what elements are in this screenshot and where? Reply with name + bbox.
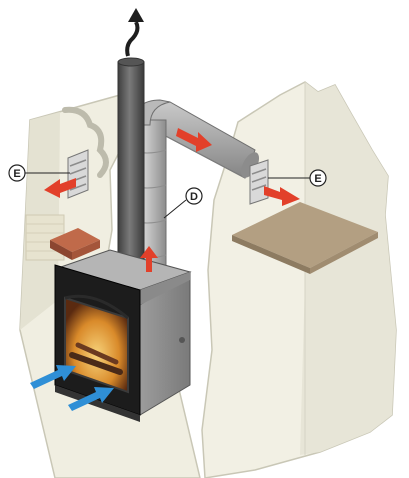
callout-E-left: E	[9, 165, 25, 181]
svg-text:E: E	[314, 173, 321, 185]
wall-vent-left	[68, 150, 88, 198]
svg-text:D: D	[190, 191, 198, 203]
wall-vent-right	[250, 160, 268, 204]
svg-text:E: E	[13, 168, 20, 180]
exhaust-up-arrow	[127, 8, 144, 56]
callout-E-right: E	[310, 170, 326, 186]
callout-D: D	[186, 188, 202, 204]
fireplace-unit	[55, 250, 190, 422]
flue-pipe	[118, 58, 144, 282]
